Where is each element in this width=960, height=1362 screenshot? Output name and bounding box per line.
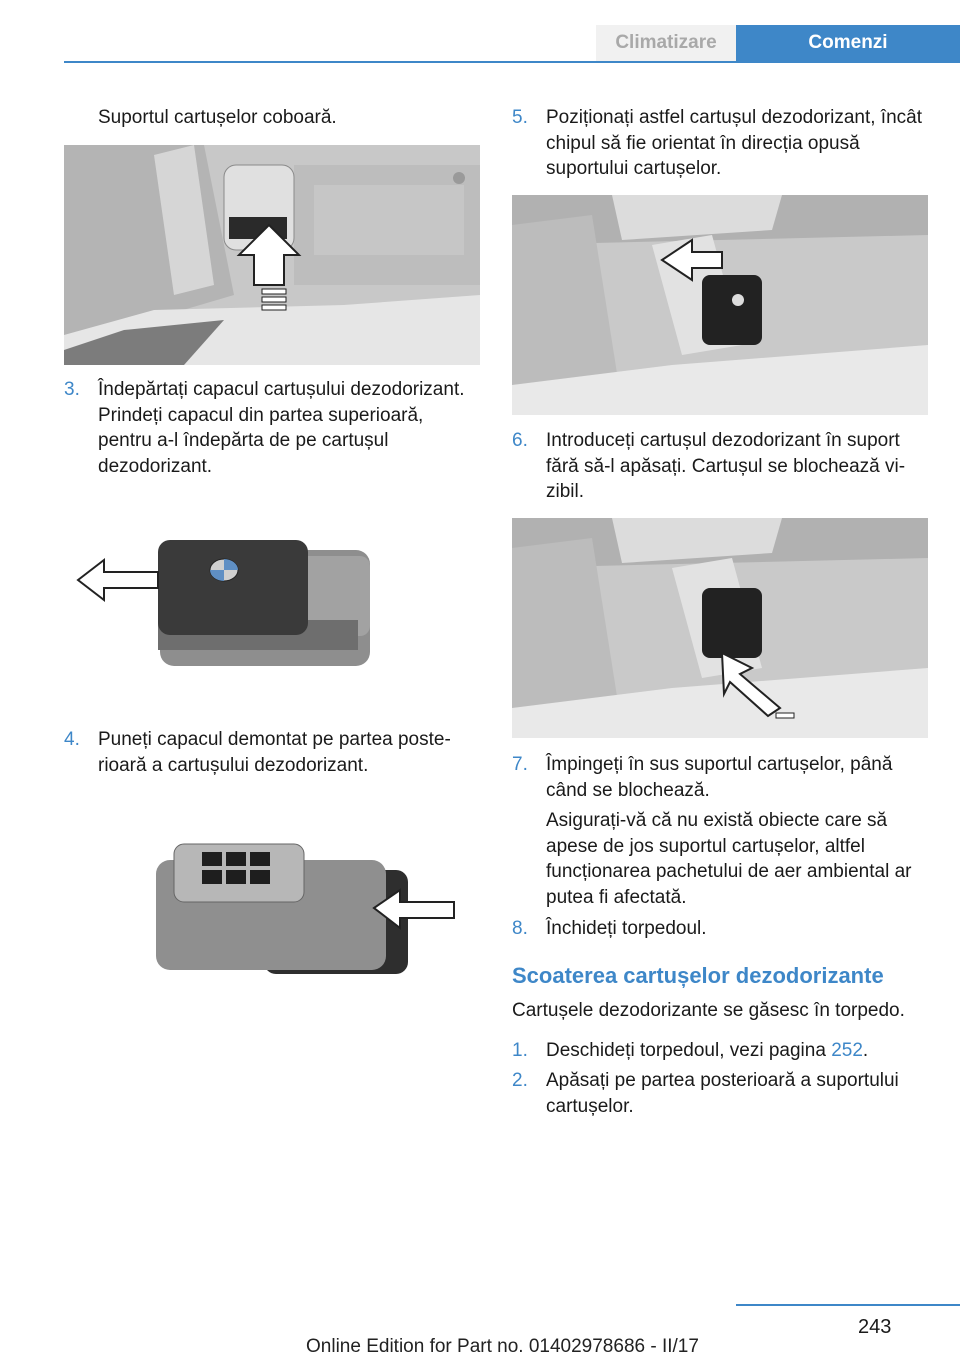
step-text: Împingeți în sus suportul cartușelor, pâ… [546,754,893,801]
step-number: 1. [512,1040,528,1061]
figure-insert-cartridge [512,518,928,738]
step-number: 3. [64,379,80,400]
section-heading: Scoaterea cartușelor dezodorizante [512,963,884,988]
step-note: Asigurați-vă că nu există obiecte care s… [546,810,912,908]
figure-attach-cap [64,830,480,990]
header-rule [64,61,960,63]
step-text: Deschideți torpedoul, vezi pagina 252. [546,1038,930,1064]
header-section-tab: Climatizare [596,25,736,61]
step-text: Puneți capacul demontat pe partea poste­… [98,729,451,776]
step-number: 5. [512,107,528,128]
intro-text: Suportul cartușelor coboară. [98,107,337,128]
page-link[interactable]: 252 [831,1040,863,1061]
edition-note: Online Edition for Part no. 01402978686 … [306,1336,699,1357]
figure-remove-cap [64,520,480,680]
figure-position-cartridge [512,195,928,415]
step-text: Introduceți cartușul dezodorizant în sup… [546,430,906,502]
section-intro: Cartușele dezodorizante se găsesc în tor… [512,1000,905,1021]
footer-rule [736,1304,960,1306]
step-number: 6. [512,430,528,451]
page-number: 243 [858,1316,892,1338]
step-text-after: . [862,1040,869,1061]
step-number: 7. [512,754,528,775]
step-text: Închideți torpedoul. [546,918,707,939]
step-text: Poziționați astfel cartușul dezodorizant… [546,107,922,179]
header-chapter-tab: Comenzi [736,25,960,61]
step-text: Îndepărtați capacul cartușului dezodori­… [98,379,465,477]
step-text: Apăsați pe partea posterioară a suportul… [546,1070,899,1117]
step-number: 2. [512,1070,528,1091]
step-number: 4. [64,729,80,750]
step-number: 8. [512,918,528,939]
figure-holder-lowered [64,145,480,365]
step-text-before: Deschideți torpedoul, vezi pagina [546,1040,832,1061]
